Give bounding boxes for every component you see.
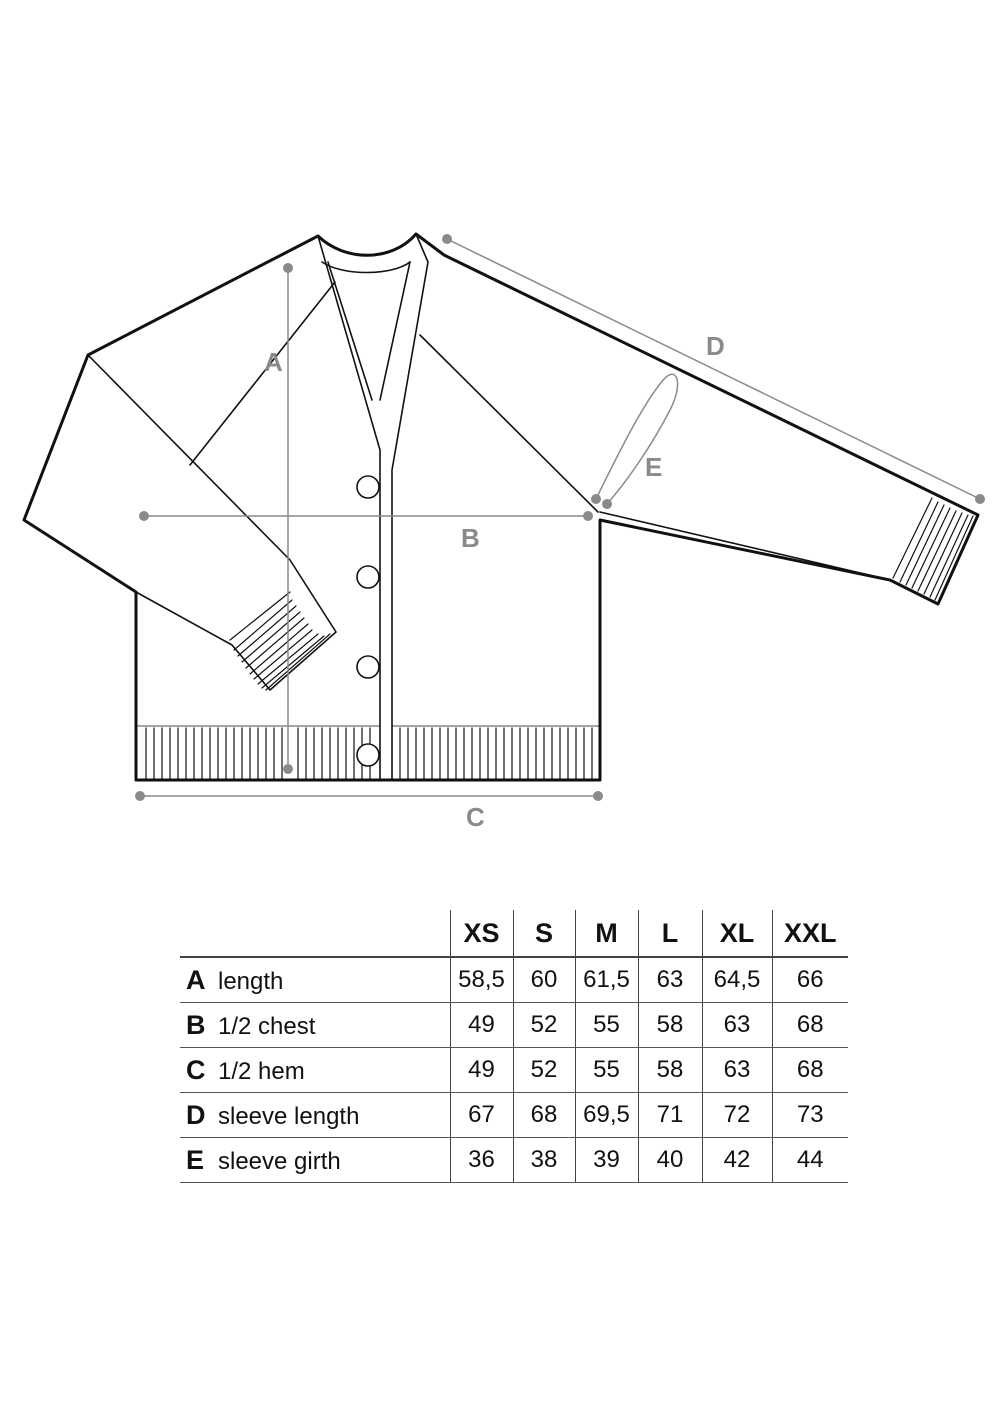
measure-e xyxy=(591,373,679,509)
size-header-row: XS S M L XL XXL xyxy=(180,910,848,958)
table-cell: 63 xyxy=(701,1047,772,1093)
row-name: length xyxy=(218,967,284,995)
table-cell: 38 xyxy=(512,1137,575,1183)
row-letter: A xyxy=(186,964,206,995)
row-letter: C xyxy=(186,1054,206,1085)
table-cell: 69,5 xyxy=(574,1092,638,1138)
table-cell: 68 xyxy=(771,1002,848,1048)
table-cell: 44 xyxy=(771,1137,848,1183)
table-cell: 36 xyxy=(449,1137,513,1183)
size-header: M xyxy=(574,910,638,958)
table-cell: 68 xyxy=(512,1092,575,1138)
right-cuff xyxy=(892,497,974,601)
table-cell: 63 xyxy=(637,957,702,1003)
label-a: A xyxy=(264,347,283,377)
table-cell: 61,5 xyxy=(574,957,638,1003)
table-cell: 58,5 xyxy=(449,957,513,1003)
label-d: D xyxy=(706,331,725,361)
table-cell: 55 xyxy=(574,1002,638,1048)
left-cuff xyxy=(229,591,331,691)
table-cell: 42 xyxy=(701,1137,772,1183)
table-cell: 73 xyxy=(771,1092,848,1138)
table-cell: 49 xyxy=(449,1047,513,1093)
label-b: B xyxy=(461,523,480,553)
table-cell: 60 xyxy=(512,957,575,1003)
table-cell: 64,5 xyxy=(701,957,772,1003)
measure-lines xyxy=(135,234,985,801)
header-empty xyxy=(180,910,450,958)
table-cell: 63 xyxy=(701,1002,772,1048)
size-header: XL xyxy=(701,910,772,958)
measure-b xyxy=(139,511,593,521)
row-name: 1/2 chest xyxy=(218,1012,316,1040)
table-cell: 52 xyxy=(512,1002,575,1048)
hem-ribbing xyxy=(135,725,601,781)
button-1 xyxy=(356,475,380,499)
table-cell: 67 xyxy=(449,1092,513,1138)
table-cell: 58 xyxy=(637,1002,702,1048)
row-name: sleeve length xyxy=(218,1102,360,1130)
measure-d xyxy=(442,234,985,504)
table-cell: 72 xyxy=(701,1092,772,1138)
row-label: C 1/2 hem xyxy=(180,1047,450,1093)
table-row: B 1/2 chest 49 52 55 58 63 68 xyxy=(180,1002,848,1048)
row-letter: B xyxy=(186,1009,206,1040)
measure-a xyxy=(283,263,293,774)
table-row: C 1/2 hem 49 52 55 58 63 68 xyxy=(180,1047,848,1093)
row-letter: E xyxy=(186,1144,205,1175)
table-cell: 40 xyxy=(637,1137,702,1183)
cardigan-outline xyxy=(22,232,980,782)
table-cell: 52 xyxy=(512,1047,575,1093)
size-header: L xyxy=(637,910,702,958)
table-cell: 58 xyxy=(637,1047,702,1093)
size-header: S xyxy=(512,910,575,958)
button-2 xyxy=(356,565,380,589)
label-c: C xyxy=(466,802,485,832)
cardigan-diagram: A B C D E xyxy=(22,232,985,832)
table-cell: 71 xyxy=(637,1092,702,1138)
size-header: XXL xyxy=(771,910,848,958)
measure-c xyxy=(135,791,603,801)
table-cell: 66 xyxy=(771,957,848,1003)
row-letter: D xyxy=(186,1099,206,1130)
button-3 xyxy=(356,655,380,679)
size-header: XS xyxy=(449,910,513,958)
button-4 xyxy=(356,743,380,767)
row-name: 1/2 hem xyxy=(218,1057,305,1085)
table-cell: 49 xyxy=(449,1002,513,1048)
table-cell: 68 xyxy=(771,1047,848,1093)
table-cell: 55 xyxy=(574,1047,638,1093)
label-e: E xyxy=(645,452,662,482)
buttons xyxy=(356,475,380,767)
row-label: B 1/2 chest xyxy=(180,1002,450,1048)
table-cell: 39 xyxy=(574,1137,638,1183)
row-name: sleeve girth xyxy=(218,1147,341,1175)
